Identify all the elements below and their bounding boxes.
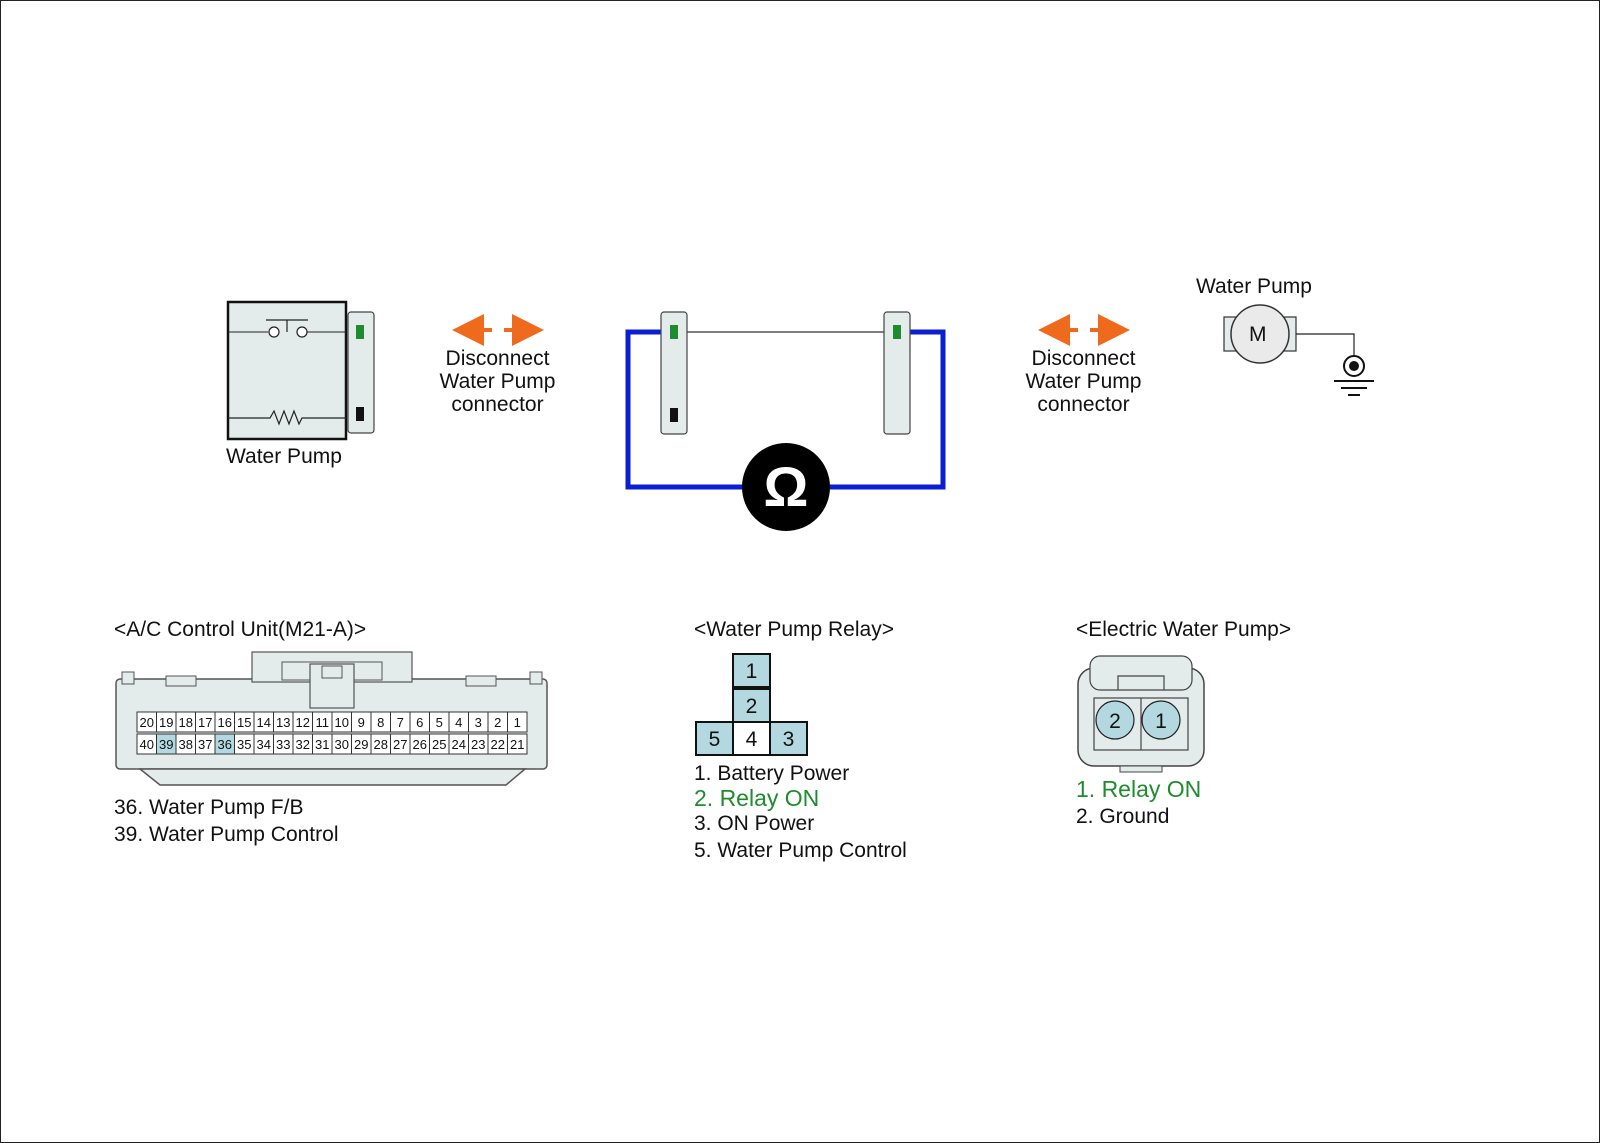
pin-number: 35 [237, 737, 251, 752]
ohmmeter-circuit [625, 311, 946, 531]
pin-number: 19 [159, 715, 173, 730]
pin-number: 3 [475, 715, 482, 730]
relay-pin-cell [732, 721, 771, 756]
motor-symbol-label: M [1249, 323, 1267, 346]
relay-pin-number: 5 [709, 728, 721, 751]
pump-pin-number: 2 [1109, 710, 1121, 733]
pin-desc: 1. Relay ON [1076, 776, 1202, 802]
pin-number: 10 [335, 715, 349, 730]
relay-pin-number: 4 [746, 728, 758, 751]
right-disconnect-note: Disconnect Water Pump connector [1006, 347, 1161, 416]
pin-number: 36 [218, 737, 232, 752]
pump-pin-number: 1 [1155, 710, 1167, 733]
pin-desc: 2. Relay ON [694, 785, 820, 811]
pin-number: 15 [237, 715, 251, 730]
pin-number: 21 [510, 737, 524, 752]
ac-connector-title: <A/C Control Unit(M21-A)> [114, 618, 367, 641]
pin-number: 32 [296, 737, 310, 752]
pin-number: 7 [397, 715, 404, 730]
pin-number: 13 [276, 715, 290, 730]
relay-pin-cell [769, 721, 808, 756]
pin-number: 34 [257, 737, 271, 752]
note-line: Disconnect [445, 347, 550, 370]
pin-number: 6 [416, 715, 423, 730]
relay-connector: 1 2 5 4 3 [695, 653, 808, 756]
motor-caption: Water Pump [1196, 275, 1312, 298]
left-disconnect-note: Disconnect Water Pump connector [420, 347, 575, 416]
relay-pin-list: 1. Battery Power 2. Relay ON 3. ON Power… [694, 762, 907, 862]
relay-symbol [226, 300, 375, 441]
note-line: Disconnect [1031, 347, 1136, 370]
pin-number: 20 [140, 715, 154, 730]
ohm-symbol: Ω [763, 455, 809, 518]
pin-number: 14 [257, 715, 271, 730]
pin-number: 31 [315, 737, 329, 752]
pin-desc: 39. Water Pump Control [114, 823, 339, 846]
pin-number: 12 [296, 715, 310, 730]
note-line: Water Pump [439, 370, 556, 393]
pin-number: 27 [393, 737, 407, 752]
pin-number: 29 [354, 737, 368, 752]
relay-pin-number: 3 [783, 728, 795, 751]
pin-number: 2 [494, 715, 501, 730]
pin-number: 25 [432, 737, 446, 752]
motor-symbol [1223, 304, 1374, 396]
pin-desc: 2. Ground [1076, 805, 1170, 828]
pin-desc: 5. Water Pump Control [694, 839, 907, 862]
pin-cell [507, 711, 528, 733]
relay-pin-number: 2 [746, 695, 758, 718]
pump-connector-title: <Electric Water Pump> [1076, 618, 1292, 641]
pin-number: 4 [455, 715, 462, 730]
relay-pin-number: 1 [746, 660, 758, 683]
pin-number: 17 [198, 715, 212, 730]
pin-number: 39 [159, 737, 173, 752]
pin-number: 18 [179, 715, 193, 730]
pump-connector [1077, 655, 1205, 773]
pin-number: 33 [276, 737, 290, 752]
note-line: connector [451, 393, 544, 416]
pin-number: 1 [514, 715, 521, 730]
relay-pin-cell [732, 653, 771, 688]
relay-connector-title: <Water Pump Relay> [694, 618, 894, 641]
pump-pin-list: 1. Relay ON 2. Ground [1076, 776, 1202, 829]
pin-number: 37 [198, 737, 212, 752]
pin-cell [507, 733, 528, 755]
note-line: connector [1037, 393, 1130, 416]
pin-desc: 36. Water Pump F/B [114, 796, 304, 819]
pin-number: 38 [179, 737, 193, 752]
ac-pin-list: 36. Water Pump F/B 39. Water Pump Contro… [114, 796, 338, 846]
note-line: Water Pump [1025, 370, 1142, 393]
pin-number: 23 [471, 737, 485, 752]
pin-number: 40 [140, 737, 154, 752]
pin-number: 24 [452, 737, 466, 752]
pin-number: 8 [377, 715, 384, 730]
pin-number: 22 [491, 737, 505, 752]
pin-number: 9 [358, 715, 365, 730]
pin-number: 30 [335, 737, 349, 752]
pin-number: 5 [436, 715, 443, 730]
relay-caption: Water Pump [226, 445, 342, 468]
pin-number: 11 [316, 715, 330, 730]
pin-desc: 1. Battery Power [694, 762, 850, 785]
pin-number: 28 [374, 737, 388, 752]
pin-desc: 3. ON Power [694, 812, 815, 835]
pin-number: 16 [218, 715, 232, 730]
ohmmeter-icon [742, 443, 830, 531]
pin-number: 26 [413, 737, 427, 752]
